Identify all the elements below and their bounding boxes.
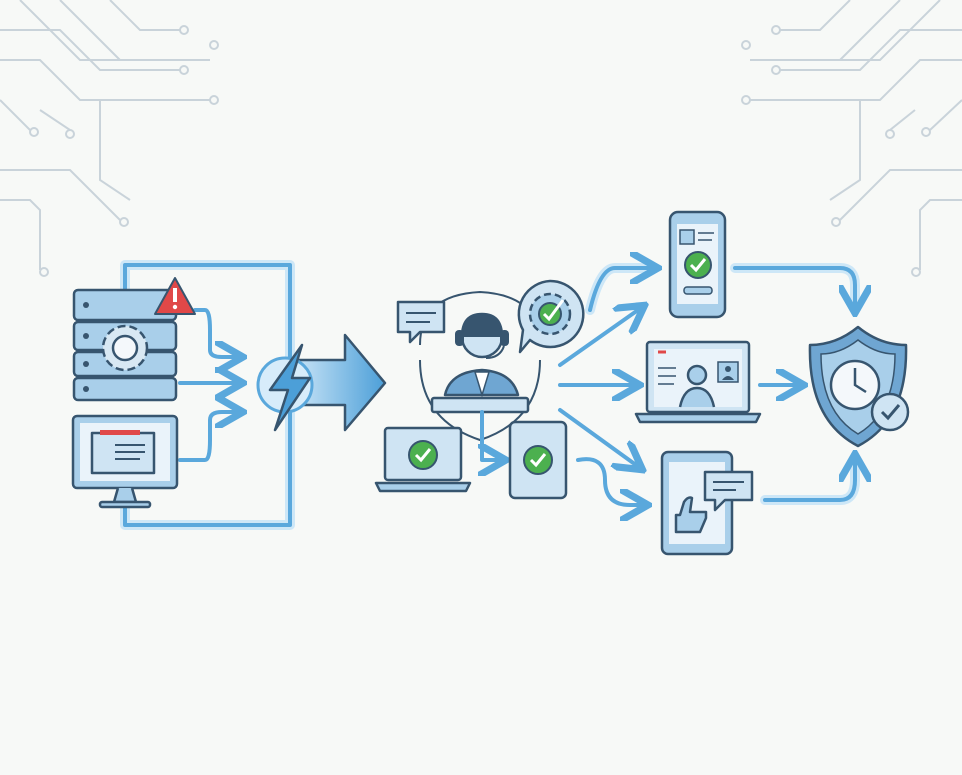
support-agent-icon: [419, 290, 541, 460]
chat-bubble-icon: [703, 470, 754, 512]
input-flow-lines: [120, 260, 295, 530]
gear-check-icon: [517, 279, 585, 354]
lightning-arrow-icon: [256, 333, 387, 432]
tablet-check-icon: [508, 420, 568, 500]
laptop-video-icon: [634, 340, 762, 424]
laptop-check-icon: [374, 426, 472, 493]
warning-icon: [154, 277, 196, 315]
output-flow-lines: [558, 268, 855, 505]
monitor-ticket-icon: [71, 414, 179, 509]
chat-bubble-icon: [396, 300, 446, 344]
tablet-feedback-icon: [660, 450, 754, 556]
circuit-traces-right: [741, 0, 962, 277]
shield-clock-icon: [808, 325, 910, 448]
phone-check-icon: [668, 210, 727, 319]
gear-icon: [101, 324, 149, 372]
circuit-traces-left: [0, 0, 219, 277]
server-icon: [72, 288, 178, 402]
